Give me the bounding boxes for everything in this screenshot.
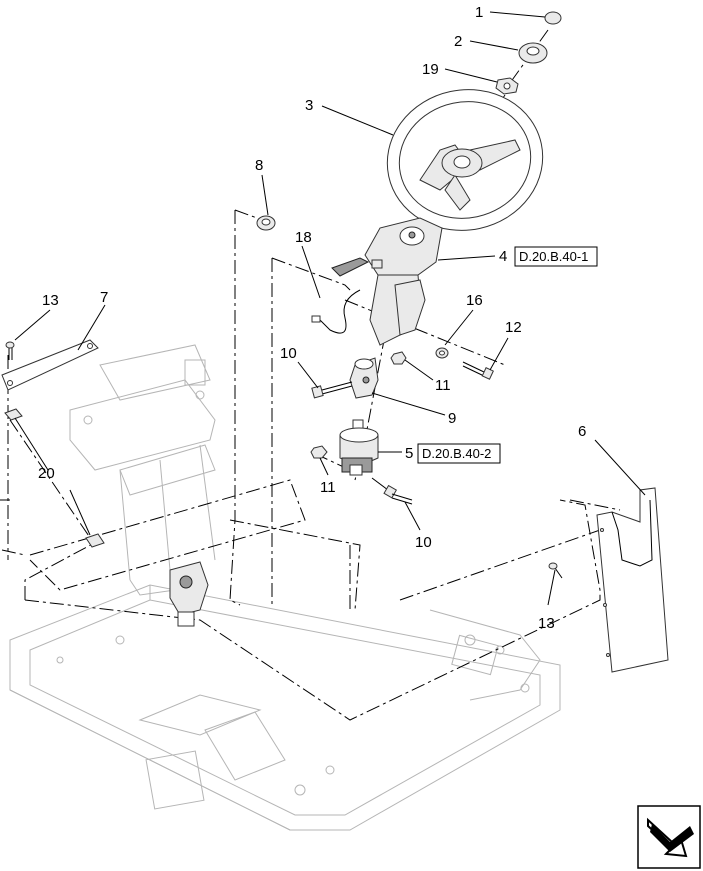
callout-labels: 1 2 19 3 8 18 4 D.20.B.40-1 16 12 13 7 1… (38, 4, 598, 632)
next-page-arrow-icon[interactable] (637, 805, 701, 869)
callout-9: 9 (448, 410, 456, 427)
part-7-strap (1, 339, 99, 391)
part-10-bolt-upper (311, 381, 353, 399)
callout-6: 6 (578, 423, 586, 440)
callout-7: 7 (100, 289, 108, 306)
part-9-universal-joint (349, 357, 379, 399)
callout-3: 3 (305, 97, 313, 114)
part-10-bolt-lower (371, 477, 413, 505)
callout-8: 8 (255, 157, 263, 174)
callout-2: 2 (454, 33, 462, 50)
callout-4: 4 (499, 248, 507, 265)
callout-18: 18 (295, 229, 312, 246)
callout-5: 5 (405, 445, 413, 462)
callout-4-reference: D.20.B.40-1 (519, 249, 588, 264)
callout-1: 1 (475, 4, 483, 21)
part-18-wire-harness (311, 289, 361, 334)
part-4-steering-column (331, 217, 443, 346)
part-16-washer (435, 347, 449, 359)
part-2-cover (518, 42, 548, 64)
callout-16: 16 (466, 292, 483, 309)
part-3-steering-wheel (386, 89, 544, 231)
part-13-screw-left (5, 341, 15, 360)
ref-box-5 (417, 443, 501, 464)
callout-13-left: 13 (42, 292, 59, 309)
part-19-nut (495, 77, 519, 95)
part-12-bolt (462, 361, 494, 380)
callout-20: 20 (38, 465, 55, 482)
part-11-nut-upper (390, 351, 407, 365)
callout-13-right: 13 (538, 615, 555, 632)
callout-11-lower: 11 (320, 479, 336, 496)
callout-10-lower: 10 (415, 534, 432, 551)
brake-valve-assembly (169, 561, 209, 627)
phantom-dashed-outlines (0, 209, 621, 721)
part-11-nut-lower (310, 445, 328, 459)
part-6-cover-panel (596, 487, 669, 673)
part-13-screw-right (548, 562, 563, 579)
part-20-clip-nut-lower (85, 533, 105, 548)
callout-leader-lines (14, 11, 646, 606)
callout-19: 19 (422, 61, 439, 78)
ref-box-4 (514, 246, 598, 267)
callout-5-reference: D.20.B.40-2 (422, 446, 491, 461)
callout-12: 12 (505, 319, 522, 336)
part-8-bushing (256, 215, 276, 231)
callout-10-upper: 10 (280, 345, 297, 362)
part-20-clip-nut-upper (4, 408, 23, 421)
chassis-frame-phantom (9, 344, 561, 831)
part-5-steering-valve (339, 419, 379, 476)
part-1-cap (544, 11, 562, 25)
callout-11-upper: 11 (435, 377, 451, 394)
